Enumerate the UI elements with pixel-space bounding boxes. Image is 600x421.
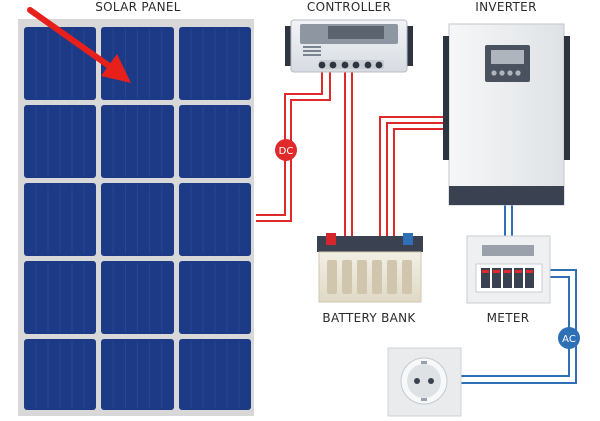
ac-wiring	[461, 205, 577, 384]
inverter	[443, 23, 570, 206]
wall-outlet-icon	[387, 347, 462, 417]
ac-wire-meter-outlet-1	[461, 269, 577, 384]
solar-panel-label: SOLAR PANEL	[95, 0, 181, 14]
red-arrow-icon	[27, 7, 131, 83]
dc-wiring	[256, 68, 449, 236]
ac-badge-label: AC	[562, 334, 576, 345]
ac-badge: AC	[558, 327, 580, 349]
controller-leds	[303, 46, 321, 56]
controller-terminals	[318, 60, 384, 69]
dc-wire-panel-controller-2	[256, 68, 331, 222]
inverter-buttons	[491, 70, 521, 76]
battery-bank-label: BATTERY BANK	[322, 311, 416, 325]
dc-badge-label: DC	[279, 146, 294, 157]
battery-lid	[317, 236, 423, 252]
dc-badge: DC	[275, 139, 297, 161]
inverter-display	[491, 50, 524, 64]
solar-panel	[18, 7, 254, 416]
battery-positive-terminal	[326, 233, 336, 245]
solar-cells	[24, 27, 251, 410]
controller-display	[328, 26, 384, 39]
inverter-label: INVERTER	[475, 0, 536, 14]
dc-wire-battery-inverter-2	[386, 122, 449, 236]
charge-controller	[285, 19, 413, 73]
electric-meter	[466, 235, 551, 304]
dc-wire-battery-inverter-1	[379, 116, 449, 236]
dc-wire-panel-controller-1	[256, 68, 323, 216]
battery-negative-terminal	[403, 233, 413, 245]
inverter-base	[449, 186, 564, 205]
battery-cells	[327, 260, 412, 294]
ac-wire-meter-outlet-2	[461, 276, 570, 377]
dc-wire-battery-inverter-3	[393, 128, 449, 236]
battery-bank	[317, 233, 423, 303]
controller-label: CONTROLLER	[307, 0, 391, 14]
meter-label: METER	[487, 311, 530, 325]
meter-display	[482, 245, 534, 256]
meter-breakers	[481, 268, 534, 288]
